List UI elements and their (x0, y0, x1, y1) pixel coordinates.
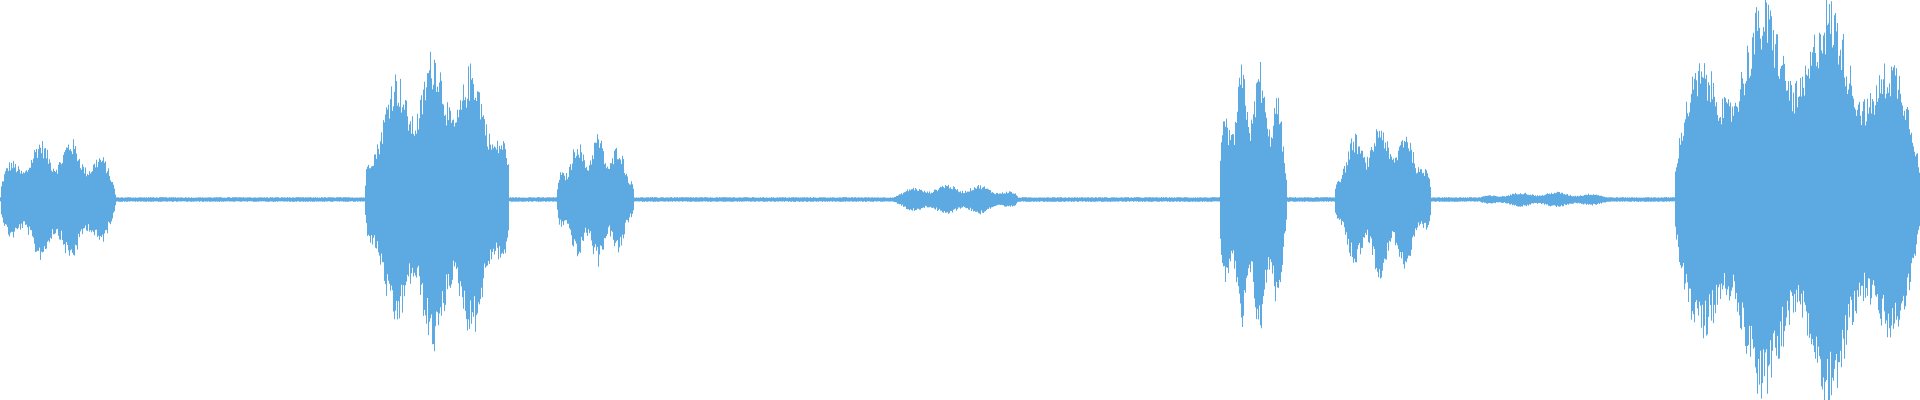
waveform-samples (0, 0, 1920, 400)
audio-waveform (0, 0, 1920, 400)
waveform-canvas (0, 0, 1920, 400)
waveform-path (0, 0, 1920, 400)
